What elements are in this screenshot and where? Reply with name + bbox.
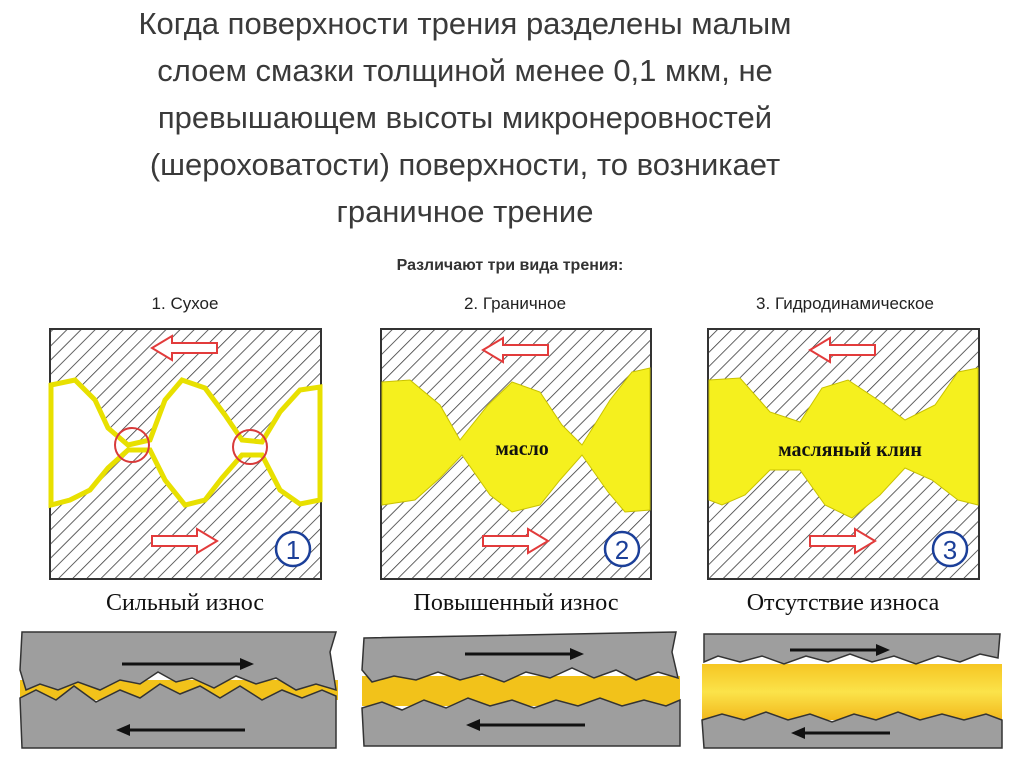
wear-label-hydrodynamic: Отсутствие износа [746, 590, 940, 616]
arrow-left-icon [481, 336, 549, 364]
arrow-right-icon [151, 527, 219, 555]
arrow-left-icon [466, 719, 480, 731]
strip-dry [19, 631, 338, 749]
oil-layer-boundary [381, 367, 651, 513]
panel-number-badge-3 [931, 530, 969, 568]
heading-line-1: Когда поверхности трения разделены малым [138, 6, 792, 41]
strip-upper-surface-boundary [361, 631, 680, 683]
arrow-left-icon [116, 724, 130, 736]
strip-boundary [361, 631, 681, 747]
panel-number-badge-1 [274, 530, 312, 568]
heading-line-4: (шероховатости) поверхности, то возникае… [149, 147, 781, 182]
panel-number-2: 2 [615, 535, 629, 565]
panel-title-boundary: 2. Граничное [463, 294, 567, 313]
panel-number-badge-2 [603, 530, 641, 568]
arrow-right-icon [482, 527, 550, 555]
heading: Когда поверхности трения разделены малым… [0, 0, 930, 235]
strip-lower-surface-hydrodynamic [701, 711, 1003, 749]
heading-line-5: граничное трение [336, 194, 594, 229]
arrow-right-icon [876, 644, 890, 656]
contact-circle-2 [232, 429, 268, 465]
panel-title-hydrodynamic: 3. Гидродинамическое [756, 294, 934, 313]
panel-hydrodynamic: масляный клин 3 [707, 328, 980, 580]
panel-number-3: 3 [943, 535, 957, 565]
heading-line-3: превышающем высоты микронеровностей [157, 100, 773, 135]
heading-line-2: слоем смазки толщиной менее 0,1 мкм, не [157, 53, 773, 88]
oil-wedge-hydrodynamic [708, 367, 979, 519]
arrow-right-icon [809, 527, 877, 555]
strip-hydrodynamic [701, 633, 1003, 749]
panel-boundary: масло 2 [380, 328, 652, 580]
strip-upper-surface-dry [19, 631, 338, 692]
panel-title-dry: 1. Сухое [151, 294, 219, 313]
oil-label-hydrodynamic: масляный клин [778, 439, 922, 461]
arrow-left-icon [808, 336, 876, 364]
arrow-left-icon [150, 334, 218, 362]
arrow-right-icon [240, 658, 254, 670]
gap-dry [48, 377, 323, 509]
arrow-right-icon [570, 648, 584, 660]
diagram-subtitle: Различают три вида трения: [396, 257, 624, 274]
strip-lower-surface-boundary [361, 697, 681, 747]
panel-number-1: 1 [286, 535, 300, 565]
contact-circle-1 [114, 427, 150, 463]
wear-label-boundary: Повышенный износ [413, 590, 619, 616]
oil-label-boundary: масло [495, 438, 549, 460]
wear-label-dry: Сильный износ [105, 590, 264, 616]
arrow-left-icon [791, 727, 805, 739]
panel-dry: 1 [48, 328, 323, 580]
strip-lower-surface-dry [19, 683, 337, 749]
